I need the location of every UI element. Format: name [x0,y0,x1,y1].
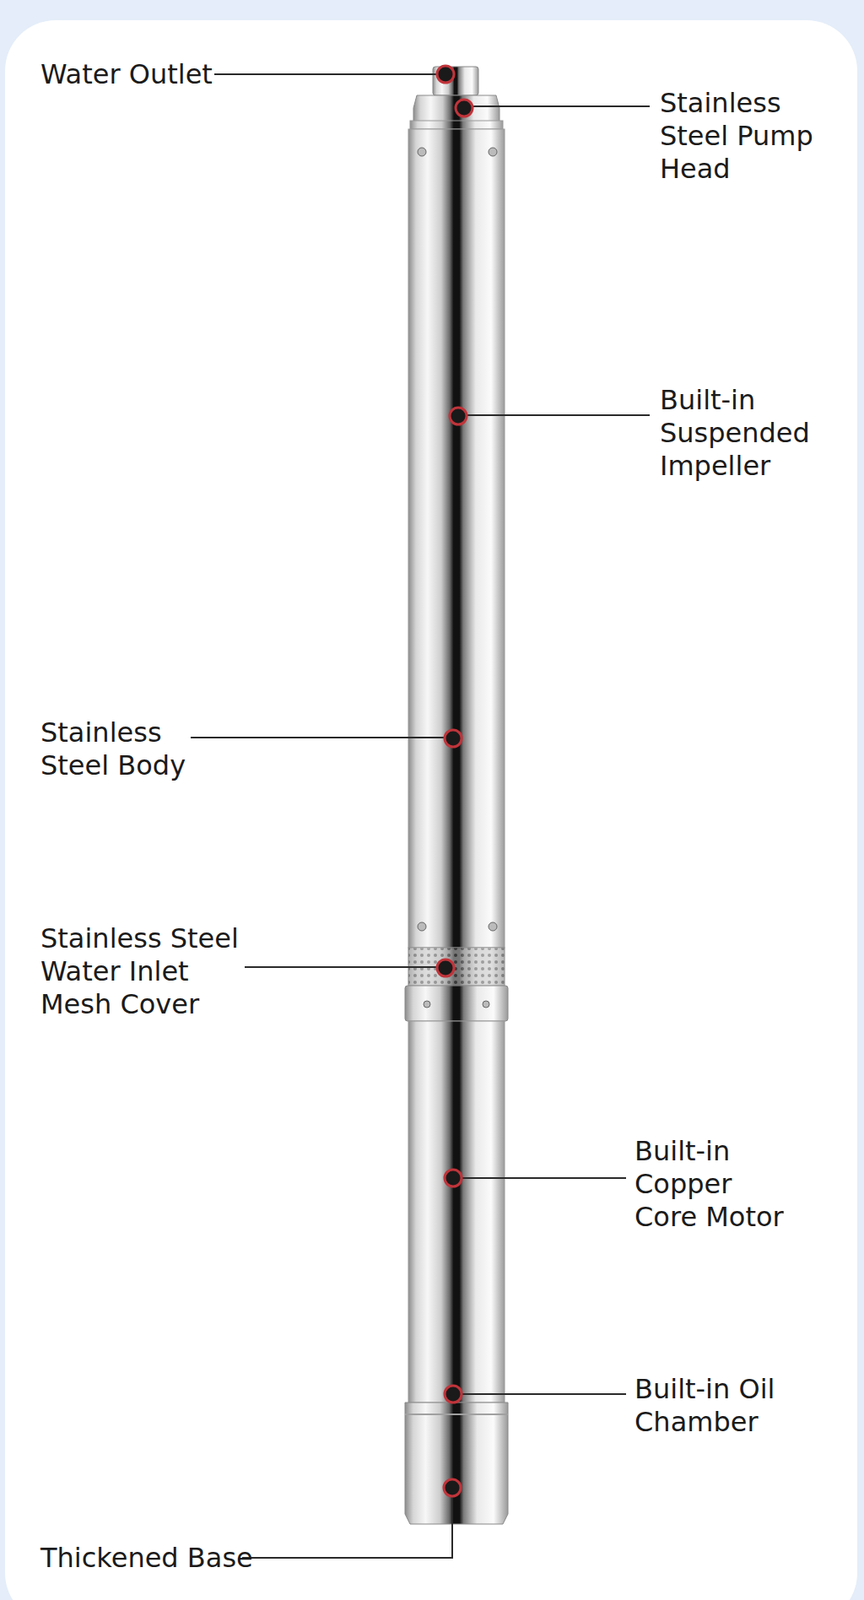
screw [488,147,497,157]
callout-dot [444,1385,462,1403]
part-label: Water Outlet [40,58,213,92]
callout-dot [444,729,462,747]
part-label: Built-in Suspended Impeller [659,383,826,483]
pump-body [408,129,505,948]
callout-dots [437,65,473,1496]
callout-dot [444,1169,462,1187]
leader-line [244,966,446,968]
leader-lines [190,74,650,1558]
part-label: Stainless Steel Body [40,716,210,783]
leader-line [458,414,650,416]
leader-line [190,736,454,739]
callout-dot [437,959,454,977]
motor-housing [408,1020,505,1403]
leader-line [453,1177,627,1179]
callout-dot [443,1479,461,1496]
part-label: Stainless Steel Water Inlet Mesh Cover [40,922,248,1021]
pump-base [405,1402,508,1524]
leader-line [464,105,650,108]
leader-line [242,1487,453,1558]
outlet-nut [432,66,479,96]
callout-dot [437,65,454,83]
base-seam [405,1413,508,1415]
head-ring [410,120,503,130]
part-label: Built-in Oil Chamber [634,1372,800,1439]
leader-line [453,1393,627,1395]
part-label: Stainless Steel Pump Head [659,86,826,186]
screw [482,1000,490,1008]
leader-line [214,73,446,76]
screw [488,922,497,931]
screw [423,1000,431,1008]
screw [417,922,427,931]
coupling-ring [405,985,508,1021]
callout-dot [455,99,473,117]
part-label: Built-in Copper Core Motor [634,1134,800,1234]
screw [417,147,427,157]
callout-dot [449,407,467,425]
part-label: Thickened Base [40,1541,254,1575]
